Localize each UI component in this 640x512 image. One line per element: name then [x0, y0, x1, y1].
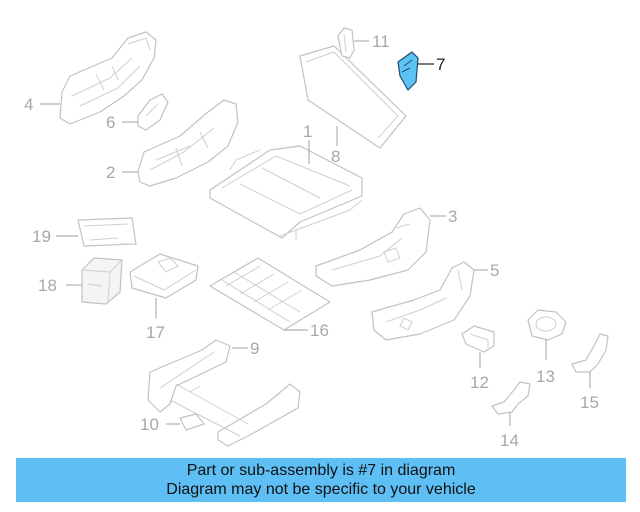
callout-18: 18 [38, 276, 57, 295]
part-9-track [147, 339, 301, 447]
callout-3: 3 [448, 207, 457, 226]
part-8-board [299, 45, 407, 149]
part-6-cover [137, 93, 169, 131]
callout-13: 13 [536, 367, 555, 386]
part-10-bracket [179, 413, 205, 431]
banner-line-1: Part or sub-assembly is #7 in diagram [186, 462, 456, 479]
part-19-module [77, 217, 137, 247]
part-17-module [129, 253, 199, 299]
callout-15: 15 [580, 393, 599, 412]
callout-4: 4 [24, 95, 33, 114]
part-13-bushing [527, 309, 567, 341]
part-7-highlighted [397, 51, 419, 91]
callout-1: 1 [303, 122, 312, 141]
part-5-lower-shield [371, 261, 475, 341]
callout-11: 11 [372, 32, 390, 51]
info-banner: Part or sub-assembly is #7 in diagram Di… [16, 458, 626, 502]
part-2-inner-trim [137, 99, 239, 187]
part-14-strap [491, 381, 531, 415]
callout-8: 8 [331, 147, 340, 166]
callout-2: 2 [106, 163, 115, 182]
part-15-strap [571, 333, 609, 373]
part-16-mat [209, 257, 331, 331]
callout-16: 16 [310, 321, 329, 340]
callout-14: 14 [500, 431, 519, 450]
callout-6: 6 [106, 113, 115, 132]
callout-17: 17 [146, 323, 165, 342]
callout-5: 5 [490, 261, 499, 280]
callout-12: 12 [470, 373, 489, 392]
part-18-connector [81, 257, 123, 305]
callout-10: 10 [140, 415, 159, 434]
callout-19: 19 [32, 227, 51, 246]
part-12-clip [461, 325, 495, 353]
part-1-seat-frame [209, 145, 363, 240]
part-3-side-shield [315, 207, 431, 287]
callout-9: 9 [250, 339, 259, 358]
part-4-trim-panel [59, 31, 157, 125]
part-11-clip [337, 27, 355, 59]
callout-7: 7 [436, 55, 445, 74]
banner-line-2: Diagram may not be specific to your vehi… [166, 481, 476, 498]
